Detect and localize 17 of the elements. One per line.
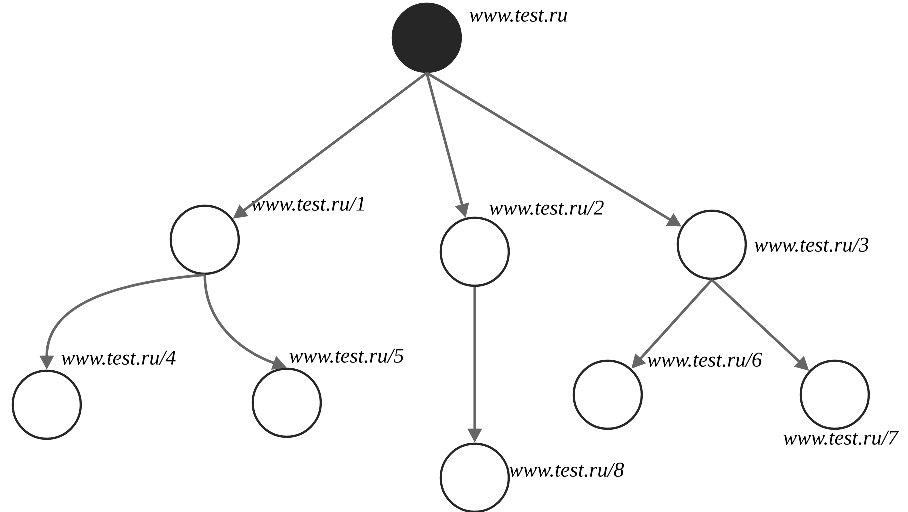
circle-node — [170, 204, 240, 276]
url-label: www.test.ru/1 — [252, 196, 364, 212]
url-label: www.test.ru/5 — [290, 348, 404, 364]
url-label: www.test.ru/3 — [754, 238, 869, 252]
url-label: www.test.ru/2 — [490, 200, 604, 216]
url-label: www.test.ru/7 — [784, 430, 900, 446]
circle-node — [440, 216, 510, 288]
circle-node — [676, 210, 748, 280]
url-label: www.test.ru — [470, 10, 568, 22]
circle-node — [392, 2, 462, 74]
circle-node — [572, 360, 644, 430]
url-label: www.test.ru/6 — [648, 352, 762, 368]
url-label: www.test.ru/4 — [62, 350, 176, 366]
circle-node — [12, 370, 82, 440]
circle-node — [252, 368, 322, 438]
url-label: www.test.ru/8 — [510, 462, 624, 478]
circle-node — [800, 360, 870, 430]
